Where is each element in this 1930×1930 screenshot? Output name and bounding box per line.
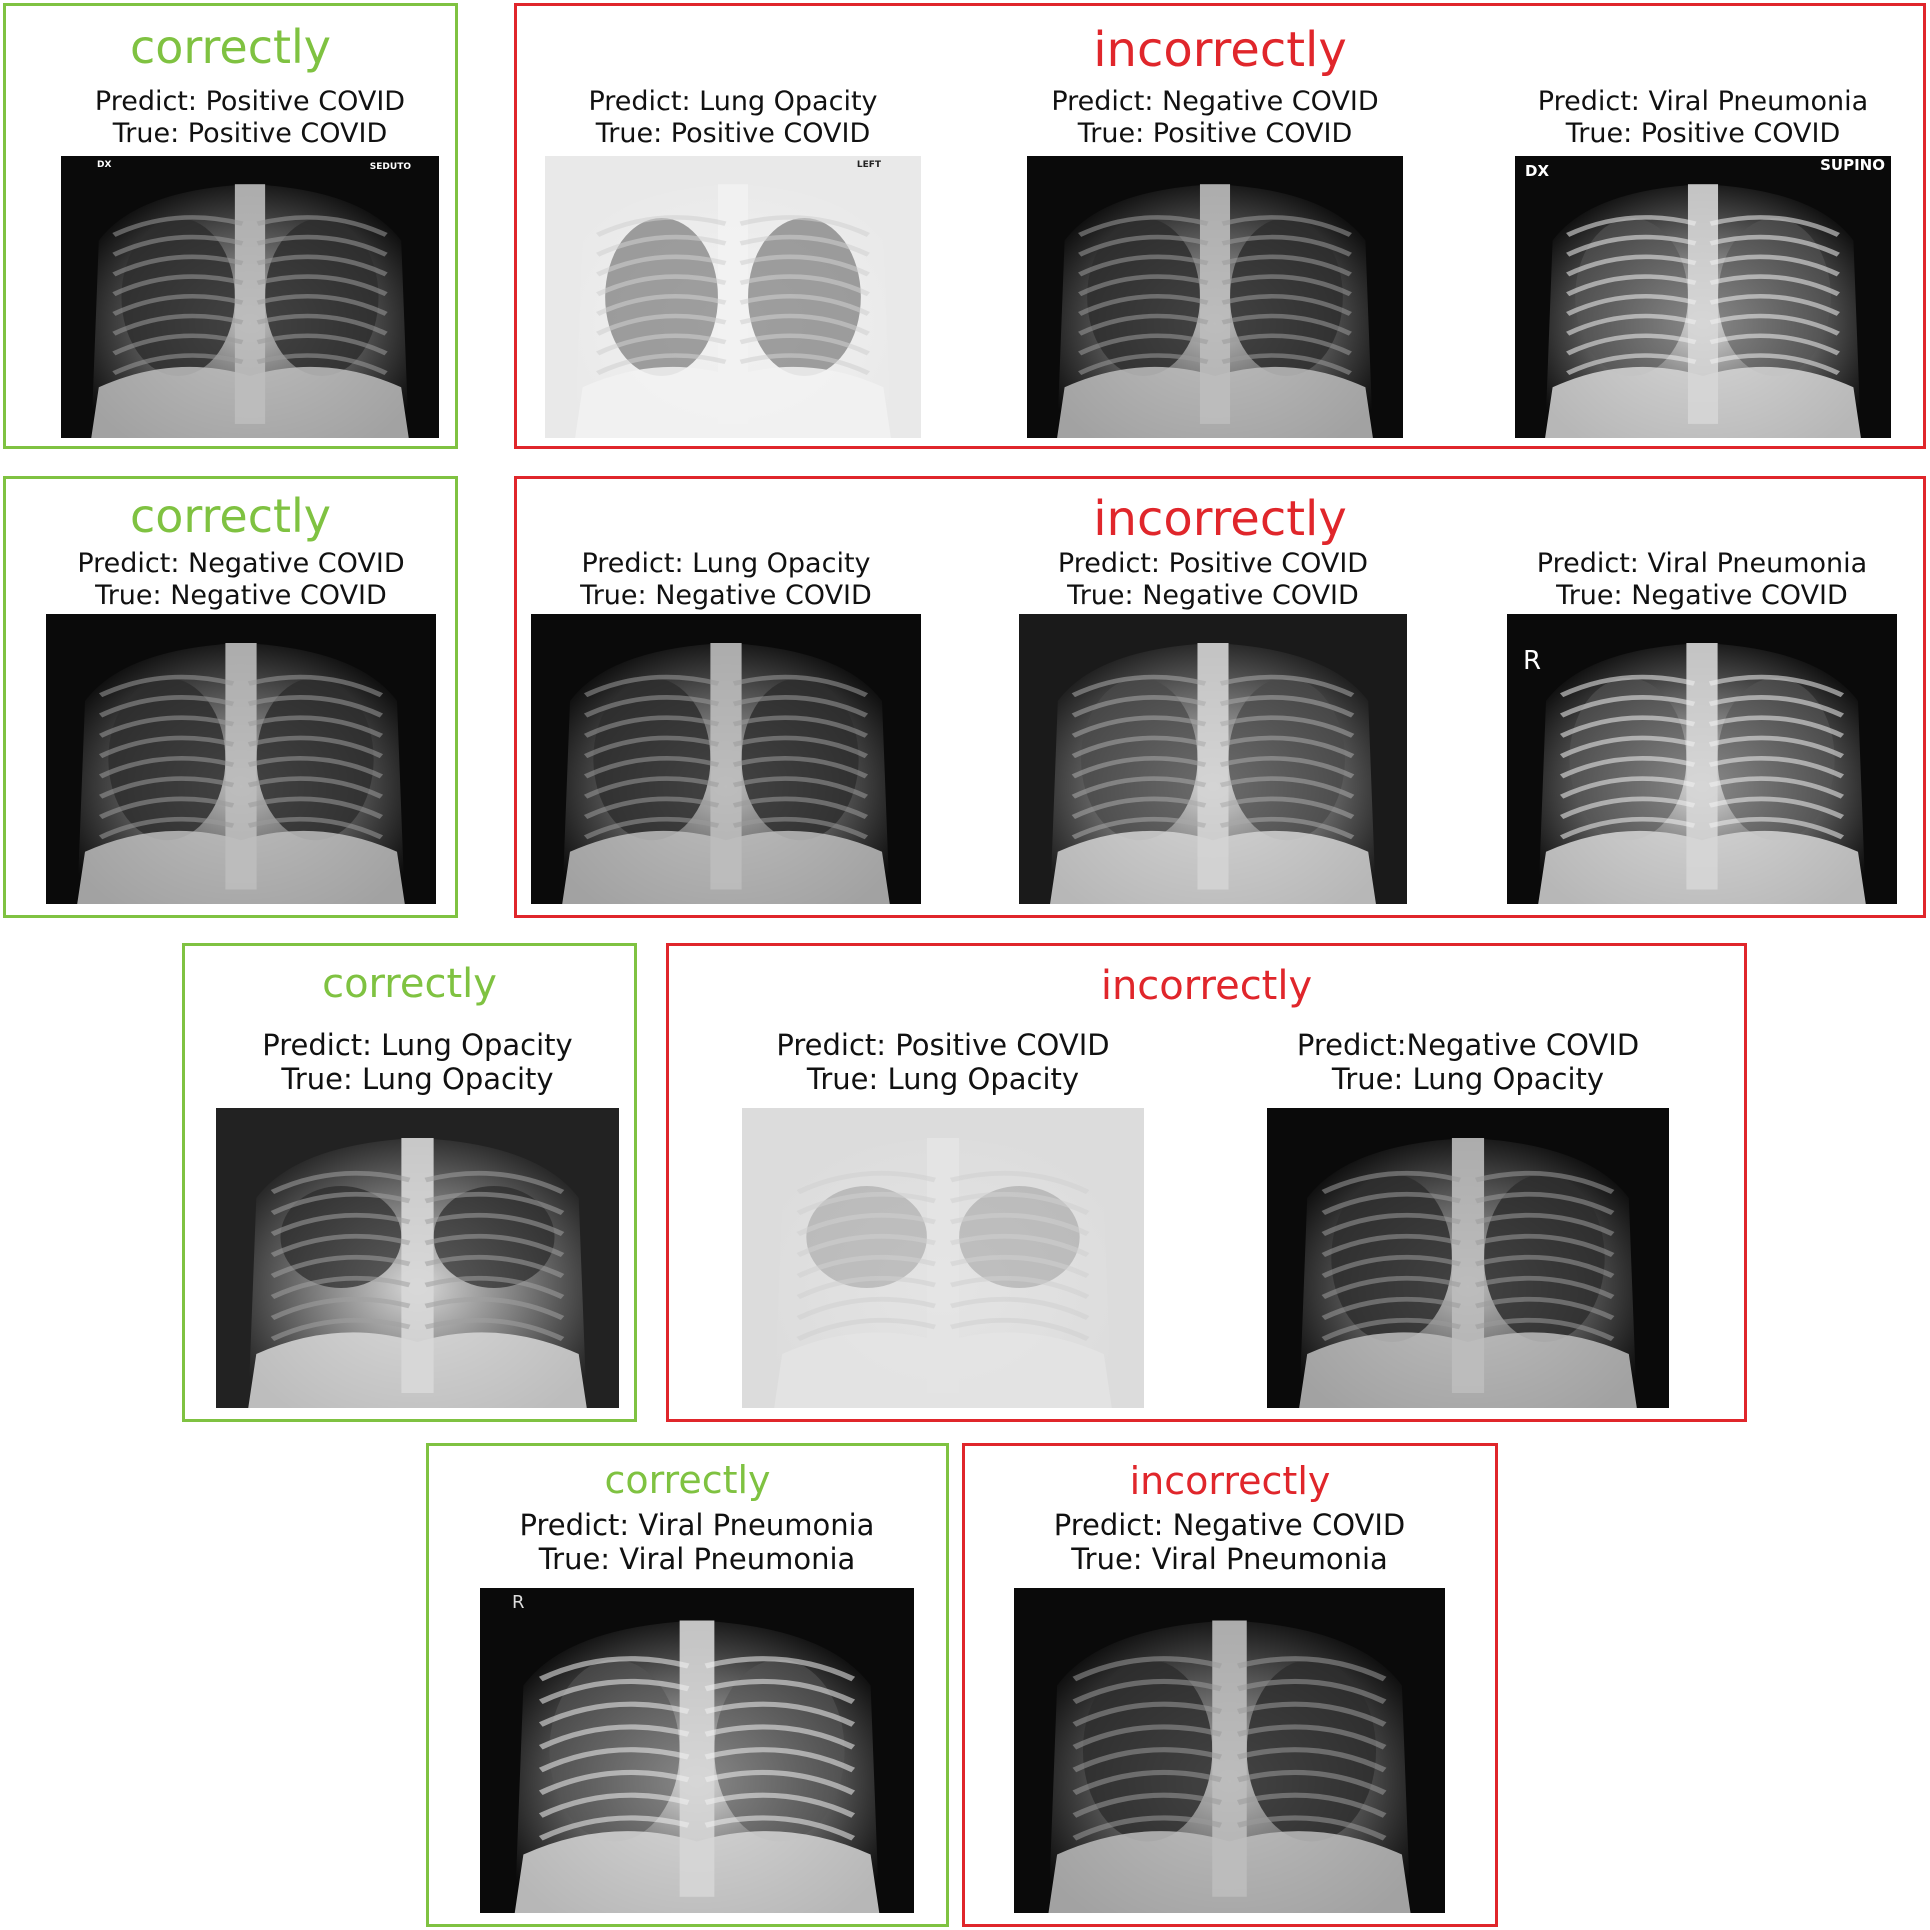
xray-panel: Predict: Viral Pneumonia True: Positive … xyxy=(1515,86,1891,438)
predict-label: Predict: Lung Opacity xyxy=(581,548,871,579)
incorrect-group-row-2: incorrectly Predict: Lung Opacity True: … xyxy=(514,476,1926,918)
predict-label: Predict: Lung Opacity xyxy=(262,1028,573,1062)
image-marker: SUPINO xyxy=(1820,156,1885,174)
true-label: True: Lung Opacity xyxy=(806,1062,1080,1097)
xray-image: R xyxy=(1507,614,1897,904)
panel-caption: Predict: Viral Pneumonia True: Negative … xyxy=(1447,548,1930,612)
image-marker: R xyxy=(1523,646,1542,676)
correct-group-row-3: correctly Predict: Lung Opacity True: Lu… xyxy=(182,943,637,1422)
predict-label: Predict: Viral Pneumonia xyxy=(1536,548,1868,579)
true-label: True: Viral Pneumonia xyxy=(538,1542,856,1577)
group-title: incorrectly xyxy=(1100,963,1313,1009)
predict-label: Predict: Viral Pneumonia xyxy=(1537,86,1869,117)
predict-label: Predict: Positive COVID xyxy=(1057,548,1369,579)
predict-label: Predict: Viral Pneumonia xyxy=(519,1508,875,1542)
xray-image: LEFT xyxy=(545,156,921,438)
xray-panel: Predict: Lung Opacity True: Lung Opacity xyxy=(216,1028,619,1408)
true-label: True: Positive COVID xyxy=(595,117,871,149)
image-marker: LEFT xyxy=(856,160,881,170)
true-label: True: Negative COVID xyxy=(1067,579,1359,611)
xray-image xyxy=(1019,614,1407,904)
true-label: True: Negative COVID xyxy=(95,579,387,611)
xray-image xyxy=(531,614,921,904)
xray-panel: Predict: Viral Pneumonia True: Viral Pne… xyxy=(480,1508,914,1913)
xray-image xyxy=(1267,1108,1669,1408)
panel-caption: Predict: Lung Opacity True: Positive COV… xyxy=(485,86,981,150)
predict-label: Predict: Positive COVID xyxy=(94,86,406,117)
incorrect-group-row-1: incorrectly Predict: Lung Opacity True: … xyxy=(514,3,1926,449)
incorrect-group-row-3: incorrectly Predict: Positive COVID True… xyxy=(666,943,1747,1422)
true-label: True: Lung Opacity xyxy=(281,1062,554,1097)
predict-label: Predict: Negative COVID xyxy=(1051,86,1379,117)
image-marker: DX xyxy=(97,160,112,170)
xray-image: R xyxy=(480,1588,914,1913)
correct-group-row-1: correctly Predict: Positive COVID True: … xyxy=(3,3,458,449)
true-label: True: Viral Pneumonia xyxy=(1071,1542,1388,1577)
xray-panel: Predict:Negative COVID True: Lung Opacit… xyxy=(1267,1028,1669,1408)
xray-panel: Predict: Positive COVID True: Negative C… xyxy=(1019,548,1407,904)
panel-caption: Predict: Negative COVID True: Negative C… xyxy=(0,548,496,612)
predict-label: Predict: Negative COVID xyxy=(1053,1508,1406,1542)
predict-label: Predict: Lung Opacity xyxy=(588,86,878,117)
xray-panel: Predict: Negative COVID True: Viral Pneu… xyxy=(1014,1508,1445,1913)
xray-image: DX SEDUTO xyxy=(61,156,439,438)
group-title: correctly xyxy=(604,1458,771,1502)
group-title: incorrectly xyxy=(1093,491,1347,547)
xray-panel: Predict: Lung Opacity True: Positive COV… xyxy=(545,86,921,438)
true-label: True: Negative COVID xyxy=(1556,579,1848,611)
group-title: incorrectly xyxy=(1093,22,1347,78)
xray-panel: Predict: Negative COVID True: Positive C… xyxy=(1027,86,1403,438)
predict-label: Predict:Negative COVID xyxy=(1296,1028,1640,1062)
predict-label: Predict: Positive COVID xyxy=(776,1028,1110,1062)
true-label: True: Positive COVID xyxy=(1565,117,1841,149)
group-title: correctly xyxy=(322,961,497,1007)
xray-image xyxy=(1014,1588,1445,1913)
panel-caption: Predict: Viral Pneumonia True: Positive … xyxy=(1455,86,1930,150)
panel-caption: Predict: Lung Opacity True: Negative COV… xyxy=(471,548,981,612)
true-label: True: Lung Opacity xyxy=(1331,1062,1605,1097)
group-title: incorrectly xyxy=(1129,1459,1331,1503)
xray-panel: Predict: Negative COVID True: Negative C… xyxy=(46,548,436,904)
panel-caption: Predict: Negative COVID True: Viral Pneu… xyxy=(954,1508,1505,1576)
true-label: True: Positive COVID xyxy=(1077,117,1353,149)
xray-panel: Predict: Lung Opacity True: Negative COV… xyxy=(531,548,921,904)
incorrect-group-row-4: incorrectly Predict: Negative COVID True… xyxy=(962,1443,1498,1927)
true-label: True: Positive COVID xyxy=(112,117,388,149)
xray-panel: Predict: Positive COVID True: Positive C… xyxy=(61,86,439,438)
predict-label: Predict: Negative COVID xyxy=(77,548,405,579)
panel-caption: Predict:Negative COVID True: Lung Opacit… xyxy=(1207,1028,1729,1096)
xray-image: DX SUPINO xyxy=(1515,156,1891,438)
xray-panel: Predict: Viral Pneumonia True: Negative … xyxy=(1507,548,1897,904)
image-marker: DX xyxy=(1525,162,1550,180)
xray-panel: Predict: Positive COVID True: Lung Opaci… xyxy=(742,1028,1144,1408)
image-marker: SEDUTO xyxy=(369,162,411,172)
xray-image xyxy=(742,1108,1144,1408)
xray-image xyxy=(46,614,436,904)
xray-image xyxy=(1027,156,1403,438)
image-marker: R xyxy=(512,1592,525,1613)
correct-group-row-4: correctly Predict: Viral Pneumonia True:… xyxy=(426,1443,949,1927)
group-title: correctly xyxy=(129,20,332,74)
correct-group-row-2: correctly Predict: Negative COVID True: … xyxy=(3,476,458,918)
group-title: correctly xyxy=(129,489,332,543)
panel-caption: Predict: Positive COVID True: Lung Opaci… xyxy=(682,1028,1204,1096)
xray-image xyxy=(216,1108,619,1408)
panel-caption: Predict: Positive COVID True: Positive C… xyxy=(1,86,499,150)
true-label: True: Negative COVID xyxy=(580,579,872,611)
panel-caption: Predict: Lung Opacity True: Lung Opacity xyxy=(156,1028,679,1096)
panel-caption: Predict: Viral Pneumonia True: Viral Pne… xyxy=(420,1508,974,1576)
panel-caption: Predict: Positive COVID True: Negative C… xyxy=(959,548,1467,612)
panel-caption: Predict: Negative COVID True: Positive C… xyxy=(967,86,1463,150)
